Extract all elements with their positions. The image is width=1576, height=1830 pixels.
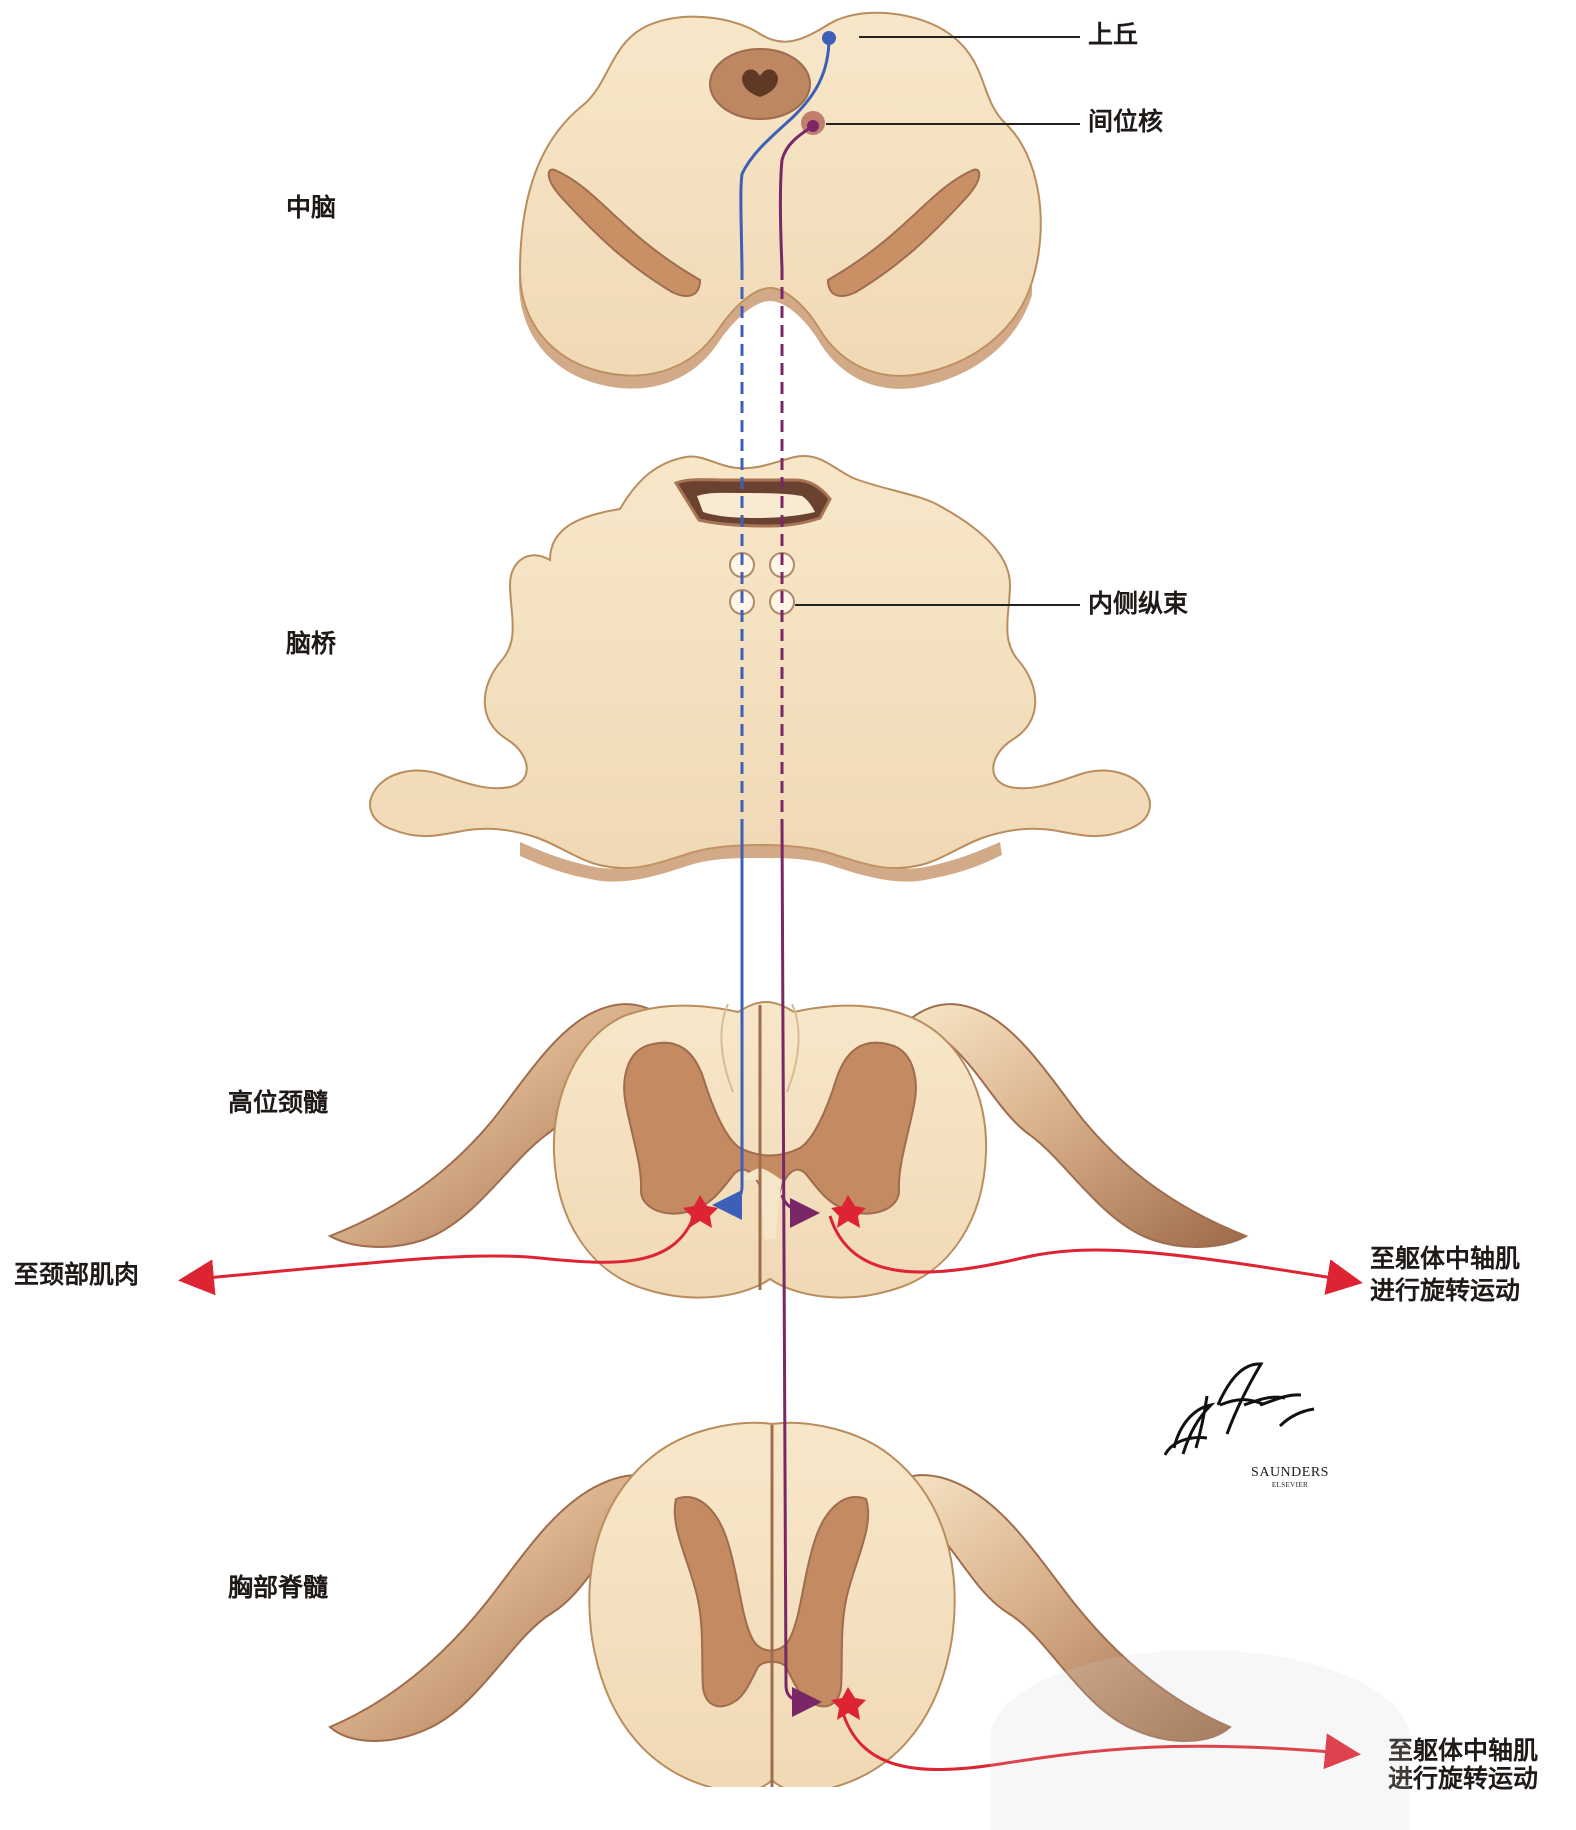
netter-signature (1165, 1364, 1314, 1455)
brainstem-spinal-diagram (0, 0, 1576, 1787)
pons-section (370, 456, 1150, 882)
thoracic-section (330, 1423, 1230, 1787)
axial-output-label-2-line2: 进行旋转运动 (1388, 1764, 1538, 1794)
neck-output-label: 至颈部肌肉 (14, 1260, 139, 1290)
interstitial-nucleus-label: 间位核 (1088, 107, 1163, 137)
thoracic-label: 胸部脊髓 (228, 1573, 328, 1603)
publisher-name: SAUNDERS (1230, 1465, 1350, 1481)
superior-colliculus-label: 上丘 (1088, 20, 1138, 50)
publisher-imprint: ELSEVIER (1230, 1481, 1350, 1489)
midbrain-label: 中脑 (286, 193, 336, 223)
pons-label: 脑桥 (286, 629, 336, 659)
upper-cervical-section (330, 1002, 1246, 1298)
upper-cervical-label: 高位颈髓 (228, 1088, 328, 1118)
axial-output-label-1-line1: 至躯体中轴肌 (1370, 1244, 1520, 1274)
mlf-label: 内侧纵束 (1088, 589, 1188, 619)
axial-output-label-2-line1: 至躯体中轴肌 (1388, 1736, 1538, 1766)
anatomy-diagram: 中脑 脑桥 高位颈髓 胸部脊髓 上丘 间位核 内侧纵束 至颈部肌肉 至躯体中轴肌… (0, 0, 1576, 1787)
publisher-mark: SAUNDERS ELSEVIER (1230, 1465, 1350, 1489)
axial-output-label-1-line2: 进行旋转运动 (1370, 1276, 1520, 1306)
